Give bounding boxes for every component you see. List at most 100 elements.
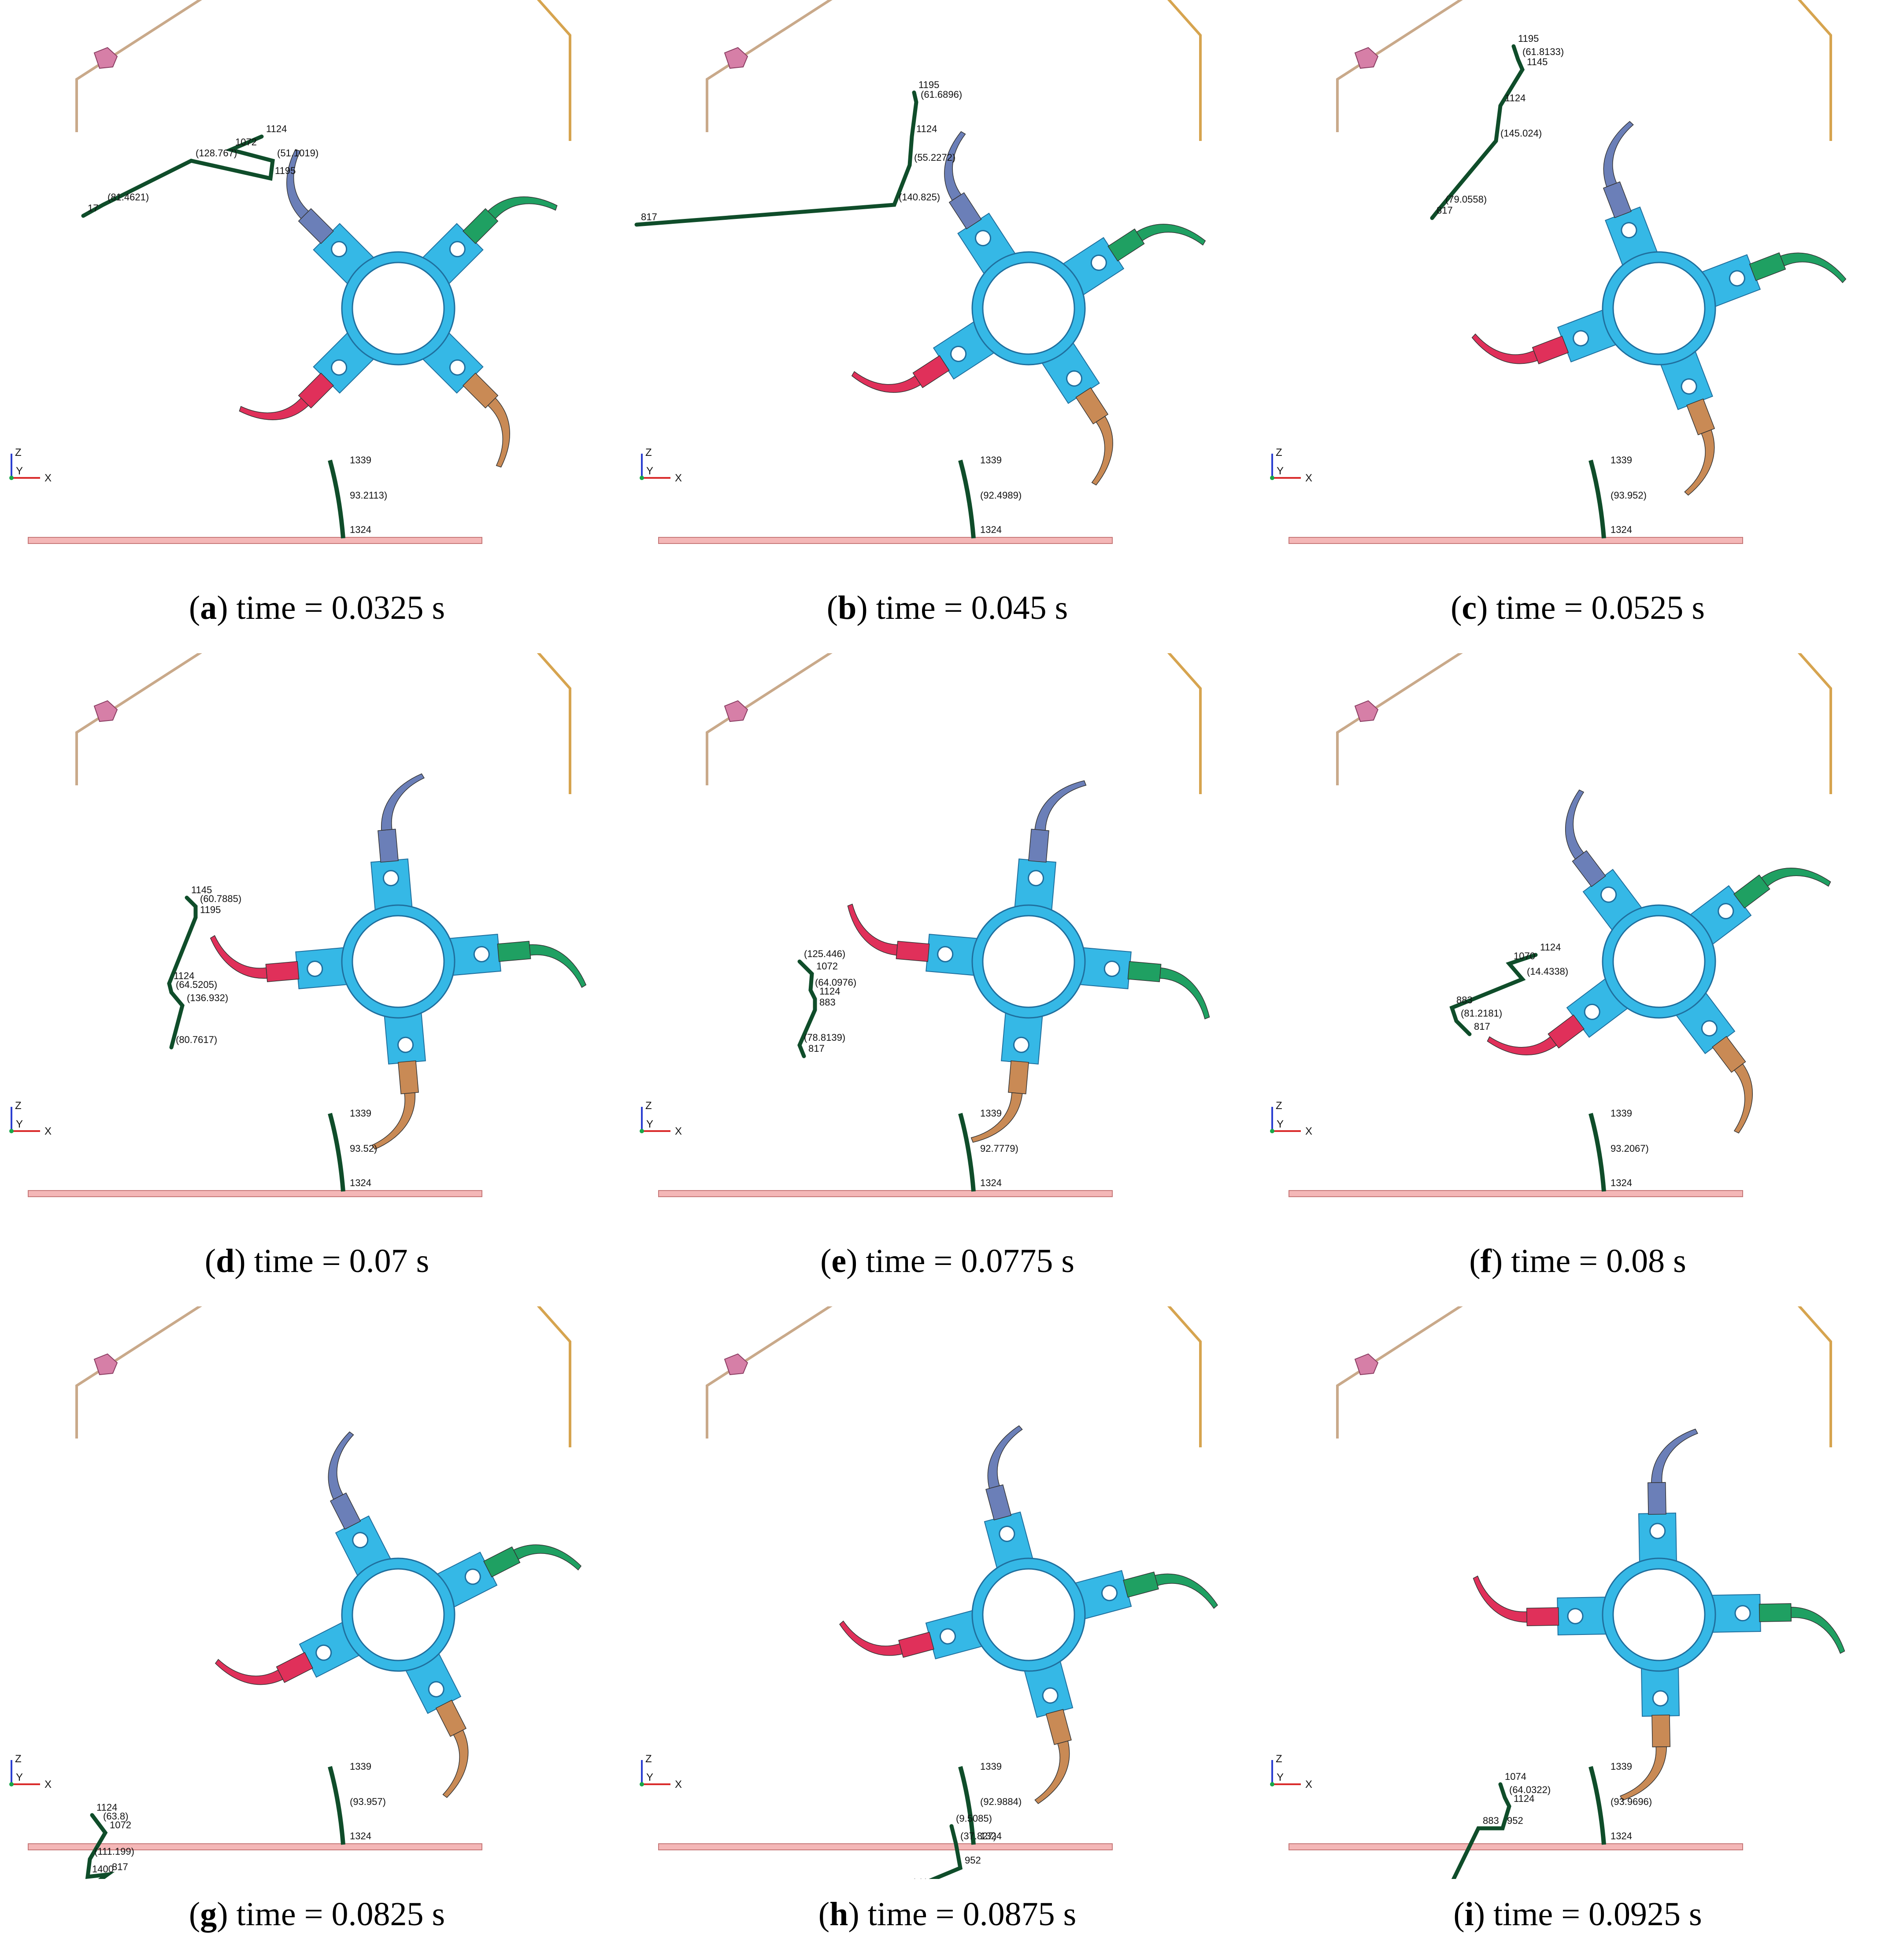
hammer-blade: [286, 149, 309, 219]
caption-time: time = 0.0925 s: [1485, 1896, 1702, 1933]
blade-root: [1526, 1607, 1559, 1626]
fragment-node-label: 1124: [174, 970, 194, 981]
hammer-blade: [1487, 1036, 1557, 1056]
x-axis-label: X: [675, 1779, 682, 1790]
caption-time: time = 0.08 s: [1503, 1243, 1686, 1280]
pink-block: [724, 1353, 748, 1376]
axis-origin: [9, 1782, 14, 1786]
pink-block: [93, 700, 118, 722]
bolt-hole: [382, 870, 399, 887]
left-wall: [1336, 0, 1463, 132]
stem-mid-label: 93.52): [350, 1143, 377, 1154]
axis-origin: [640, 1129, 644, 1133]
blade-root: [378, 828, 399, 863]
fragment-node-label: 1124: [1505, 92, 1525, 104]
bolt-hole: [352, 1532, 369, 1549]
bolt-hole: [1584, 1003, 1600, 1020]
fragment-node-label: (81.2181): [1461, 1008, 1502, 1019]
axis-origin: [640, 1782, 644, 1786]
rotor-arm: [1697, 252, 1847, 309]
stem-mid-label: (93.957): [350, 1796, 386, 1807]
hammer-blade: [987, 1425, 1023, 1489]
fragment-node-label: (61.6896): [921, 89, 962, 100]
bolt-hole: [307, 961, 323, 977]
hub-bore: [352, 1568, 445, 1661]
rotor-arm: [1070, 1570, 1218, 1621]
z-axis-label: Z: [1276, 1100, 1282, 1112]
z-axis-label: Z: [1276, 447, 1282, 459]
pink-block: [724, 47, 748, 69]
blade-root: [1045, 1709, 1072, 1745]
rotor-arm: [1473, 1575, 1611, 1636]
z-axis-label: Z: [645, 447, 652, 459]
bolt-hole: [1567, 1608, 1584, 1624]
rotor-arm: [847, 903, 983, 976]
caption-time: time = 0.0525 s: [1488, 589, 1705, 626]
stem-bottom-label: 1324: [1611, 1831, 1632, 1842]
caption-close-paren: ): [856, 589, 868, 626]
fragment-node-label: 883: [819, 997, 836, 1008]
fragment-node-label: 817: [641, 211, 657, 222]
bolt-hole: [464, 1568, 481, 1585]
blade-root: [1532, 336, 1569, 365]
left-wall: [706, 1306, 833, 1439]
caption-open-paren: (: [818, 1896, 830, 1933]
right-wall: [1797, 1306, 1832, 1447]
stem-bottom-label: 1324: [980, 524, 1002, 535]
fragment-node-label: (145.024): [1500, 128, 1542, 139]
rotor-arm: [1074, 947, 1210, 1020]
z-axis-label: Z: [15, 447, 22, 459]
axis-triad: ZYX: [640, 1753, 682, 1790]
bolt-hole: [1103, 961, 1120, 977]
stem-mid-label: (93.952): [1611, 490, 1647, 501]
fragment-node-label: 1124: [266, 123, 287, 134]
fragment-node-label: (37.827): [960, 1831, 996, 1842]
caption-open-paren: (: [826, 589, 838, 626]
panel-caption: (c) time = 0.0525 s: [1263, 586, 1892, 630]
stem-bottom-label: 1324: [1611, 1177, 1632, 1188]
blade-root: [1603, 181, 1632, 218]
fragment-node-label: 1195: [1518, 33, 1539, 44]
stem-fragment: [328, 1766, 345, 1845]
stem-mid-label: 92.7779): [980, 1143, 1018, 1154]
fragment-node-label: 1070: [1514, 950, 1535, 962]
rotor-arm: [984, 1425, 1035, 1573]
fragment-node-label: (81.4621): [107, 192, 149, 203]
fragment-node-label: 1072: [816, 961, 838, 972]
hub-bore: [1612, 262, 1706, 355]
panel-caption: (g) time = 0.0825 s: [2, 1892, 632, 1936]
hammer-blade: [1034, 780, 1087, 831]
fragment-node-label: (80.7617): [176, 1034, 217, 1045]
fragment-node-label: 17: [88, 203, 98, 214]
fiber-fragment: [1451, 1782, 1511, 1879]
rotor-arm: [1471, 307, 1621, 365]
z-axis-label: Z: [645, 1753, 652, 1765]
caption-open-paren: (: [1453, 1896, 1465, 1933]
stem-mid-label: (92.9884): [980, 1796, 1022, 1807]
bolt-hole: [1734, 1605, 1751, 1622]
hammer-blade: [1473, 1575, 1528, 1623]
fiber-fragment: [634, 90, 918, 227]
rotor-hub: [239, 149, 558, 468]
fragment-node-label: 883: [1483, 1815, 1499, 1826]
x-axis-label: X: [1305, 472, 1312, 484]
caption-close-paren: ): [217, 589, 228, 626]
fragment-node-label: (14.4338): [1527, 966, 1568, 977]
fragment-node-label: (111.199): [94, 1846, 134, 1857]
panel-letter: c: [1462, 589, 1477, 626]
simulation-scene-f: 133993.2067)132411241070(14.4338)883(81.…: [1270, 653, 1832, 1197]
pink-block: [1354, 700, 1379, 722]
left-wall: [706, 0, 833, 132]
left-wall: [706, 653, 833, 785]
x-axis-label: X: [675, 1125, 682, 1137]
panel-letter: f: [1480, 1243, 1492, 1280]
caption-close-paren: ): [1491, 1243, 1503, 1280]
stem-fragment: [328, 1113, 345, 1192]
hammer-blade: [381, 773, 425, 831]
hammer-blade: [847, 903, 898, 956]
hub-bore: [982, 1568, 1075, 1661]
